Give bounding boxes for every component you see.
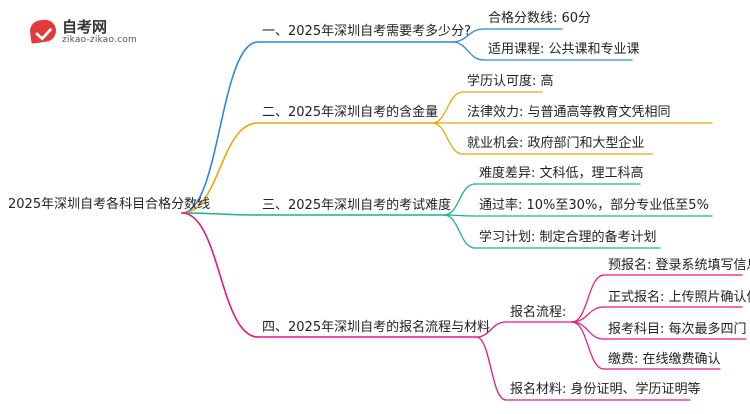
connector-branch-2-leaf-3	[431, 122, 464, 155]
branch-2-label: 二、2025年深圳自考的含金量	[262, 105, 439, 120]
connector-branch-3-leaf-1	[443, 183, 476, 216]
connector-branch-4-leaf-2	[475, 336, 507, 401]
branch-4-sub-1-leaf-2: 正式报名: 上传照片确认信息	[608, 290, 750, 305]
branch-3-leaf-1: 难度差异: 文科低，理工科高	[479, 166, 644, 181]
branch-1-leaf-2: 适用课程: 公共课和专业课	[488, 42, 640, 57]
branch-4-sub-1-leaf-4: 缴费: 在线缴费确认	[608, 352, 721, 367]
logo-url: zikao-zikao.com	[62, 35, 137, 45]
connector-root-branch-3	[181, 212, 259, 216]
branch-2-leaf-1: 学历认可度: 高	[467, 74, 554, 89]
connector-branch-3-leaf-3	[443, 214, 476, 249]
site-logo[interactable]: 自考网 zikao-zikao.com	[28, 14, 140, 50]
branch-4-label: 四、2025年深圳自考的报名流程与材料	[262, 320, 491, 335]
root-node: 2025年深圳自考各科目合格分数线	[8, 197, 211, 212]
branch-4-sub-1: 报名流程:	[510, 305, 567, 320]
logo-name: 自考网	[62, 18, 108, 36]
connector-branch-4-sub-1-leaf-1	[571, 274, 605, 323]
branch-2-leaf-3: 就业机会: 政府部门和大型企业	[467, 136, 645, 151]
branch-1-label: 一、2025年深圳自考需要考多少分?	[262, 24, 471, 39]
connector-branch-4-sub-1-leaf-2	[571, 306, 605, 323]
branch-4-leaf-2: 报名材料: 身份证明、学历证明等	[510, 382, 701, 397]
connector-branch-1-leaf-1	[451, 28, 485, 43]
connector-root-branch-2	[181, 122, 259, 214]
connector-branch-4-sub-1	[475, 321, 507, 338]
branch-2-leaf-2: 法律效力: 与普通高等教育文凭相同	[467, 105, 671, 120]
connector-branch-4-sub-1-leaf-4	[571, 321, 605, 370]
branch-3-label: 三、2025年深圳自考的考试难度	[262, 198, 452, 213]
connector-branch-2-leaf-1	[431, 91, 464, 124]
branch-4-sub-1-leaf-1: 预报名: 登录系统填写信息	[608, 258, 750, 273]
branch-1-leaf-1: 合格分数线: 60分	[488, 11, 592, 26]
branch-3-leaf-3: 学习计划: 制定合理的备考计划	[479, 230, 657, 245]
connector-branch-4-sub-1-leaf-3	[571, 321, 605, 340]
logo-icon	[28, 18, 58, 44]
connector-branch-1-leaf-2	[451, 41, 485, 61]
connector-root-branch-1	[181, 41, 259, 214]
branch-4-sub-1-leaf-3: 报考科目: 每次最多四门	[608, 322, 747, 337]
branch-3-leaf-2: 通过率: 10%至30%，部分专业低至5%	[479, 198, 709, 213]
connector-root-branch-4	[181, 212, 259, 338]
